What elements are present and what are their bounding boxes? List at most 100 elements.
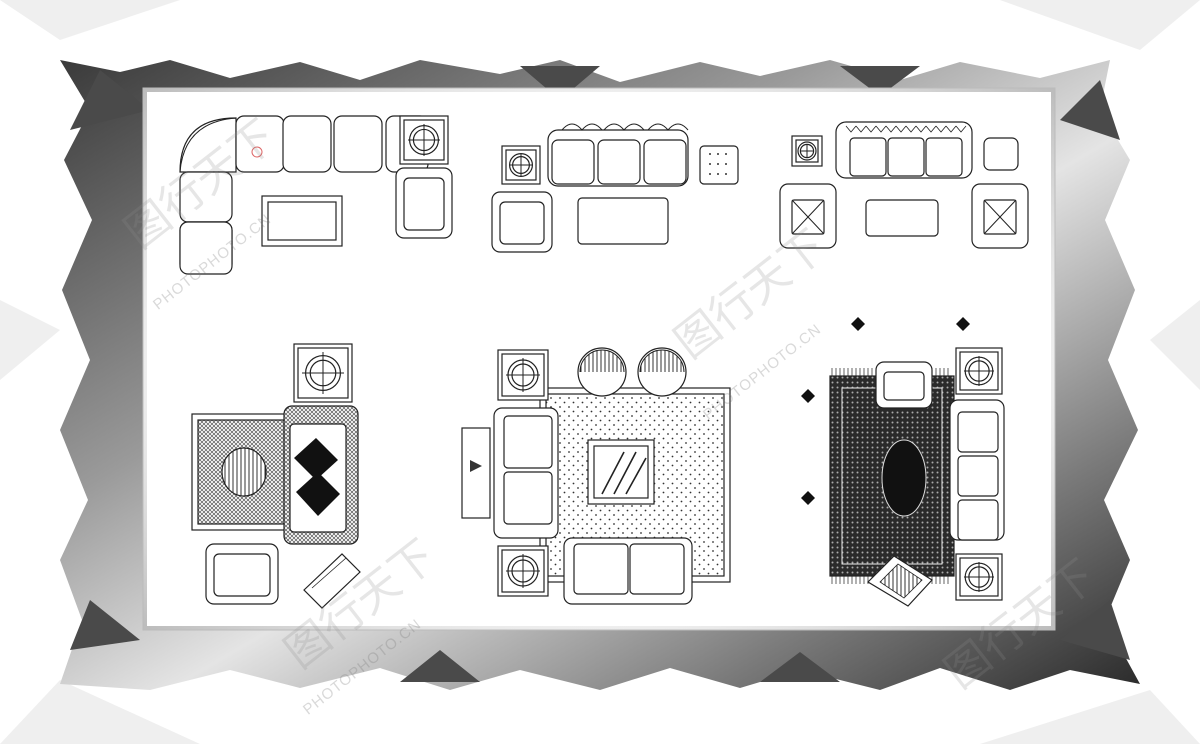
console-table: [461, 427, 491, 519]
frame-spikes: [70, 66, 1130, 682]
lounge-rug-set: [801, 317, 1005, 607]
frame-spike: [760, 652, 840, 682]
tufting-mark: [895, 125, 907, 133]
ottoman-tuft: [725, 153, 727, 155]
sofa-cushion: [503, 471, 553, 525]
sectional-seat-left: [179, 221, 233, 275]
frame-spike: [70, 70, 150, 130]
tufting-mark: [885, 125, 897, 133]
frame-spike: [840, 66, 920, 96]
side-table: [955, 347, 1003, 395]
ottoman-tuft: [709, 173, 711, 175]
tuft-diag: [983, 199, 1017, 235]
bedroom-rug-set: [191, 343, 361, 609]
coffee-table: [577, 197, 669, 245]
angled-side-table: [303, 553, 361, 609]
tufting-mark: [905, 125, 917, 133]
side-table: [497, 545, 549, 597]
background-shard: [0, 680, 200, 744]
armchair: [395, 167, 453, 239]
ottoman-tuft: [725, 163, 727, 165]
glass-coffee-table-inset: [593, 445, 649, 499]
armchair-seat: [499, 201, 545, 245]
side-table: [501, 145, 541, 185]
frame-spike: [1060, 80, 1120, 140]
ottoman-square: [699, 145, 739, 185]
sofa-back-carving: [561, 123, 603, 131]
sofa-cushion: [503, 415, 553, 469]
side-table: [955, 553, 1003, 601]
ottoman-tuft: [709, 153, 711, 155]
side-table: [293, 343, 353, 403]
tufting-mark: [945, 125, 957, 133]
loveseat-cushion: [629, 543, 685, 595]
glass-reflection: [625, 457, 647, 495]
sofa-back-carving: [647, 123, 689, 131]
glass-reflection: [601, 451, 625, 495]
side-table: [497, 349, 549, 401]
loveseat-cushion: [573, 543, 629, 595]
sectional-seat-top: [282, 115, 332, 173]
accent-diamond: [801, 389, 815, 403]
coffee-table: [865, 199, 939, 237]
background-shard: [0, 300, 60, 380]
ottoman-tuft: [717, 173, 719, 175]
background-shard: [1150, 300, 1200, 390]
tufting-mark: [855, 125, 867, 133]
chair-back-slats: [639, 349, 685, 373]
background-shard: [1000, 0, 1200, 50]
sofa-cushion: [957, 455, 999, 497]
ottoman-tuft: [725, 173, 727, 175]
classic-sofa-set: [491, 123, 739, 253]
sofa-cushion: [597, 139, 641, 185]
tufting-mark: [955, 125, 967, 133]
oval-table: [881, 439, 927, 517]
armchair-seat: [213, 553, 271, 597]
frame-spike: [400, 650, 480, 682]
l-shaped-sectional-set: [179, 115, 453, 275]
angled-armchair-seat: [879, 563, 923, 599]
background-shard: [980, 690, 1200, 744]
sofa-cushion: [643, 139, 687, 185]
console-decor: [470, 460, 482, 472]
side-table-line: [311, 557, 347, 589]
accent-diamond: [956, 317, 970, 331]
tufting-mark: [935, 125, 947, 133]
chesterfield-cushion: [887, 137, 925, 177]
armchair-top-seat: [883, 371, 925, 401]
living-room-set: [461, 347, 731, 605]
tufting-mark: [915, 125, 927, 133]
side-table: [791, 135, 823, 167]
sofa-cushion: [957, 499, 999, 541]
pillow-mark: [251, 146, 263, 158]
glass-reflection: [613, 451, 637, 495]
chesterfield-sofa-set: [779, 121, 1029, 249]
tufting-mark: [845, 125, 857, 133]
background-shard: [0, 0, 180, 40]
chair-back-slats: [579, 349, 625, 373]
frame-spike: [1060, 600, 1130, 660]
chesterfield-cushion: [925, 137, 963, 177]
frame-spike: [70, 600, 140, 650]
sofa-back-carving: [603, 123, 645, 131]
sectional-seat-top: [333, 115, 383, 173]
round-stool: [221, 447, 267, 497]
sectional-corner-back: [179, 117, 237, 173]
sofa-cushion: [551, 139, 595, 185]
armchair-seat: [403, 177, 445, 231]
side-table: [399, 115, 449, 165]
black-cushion: [294, 438, 338, 480]
tufting-mark: [875, 125, 887, 133]
tufting-mark: [865, 125, 877, 133]
accent-diamond: [851, 317, 865, 331]
chesterfield-cushion: [849, 137, 887, 177]
frame-spike: [520, 66, 600, 100]
ottoman-tuft: [717, 153, 719, 155]
armchair: [205, 543, 279, 605]
carved-armchair: [491, 191, 553, 253]
coffee-table-inset: [267, 201, 337, 241]
ottoman-tuft: [709, 163, 711, 165]
sofa-cushion: [957, 411, 999, 453]
black-cushion: [296, 472, 340, 516]
